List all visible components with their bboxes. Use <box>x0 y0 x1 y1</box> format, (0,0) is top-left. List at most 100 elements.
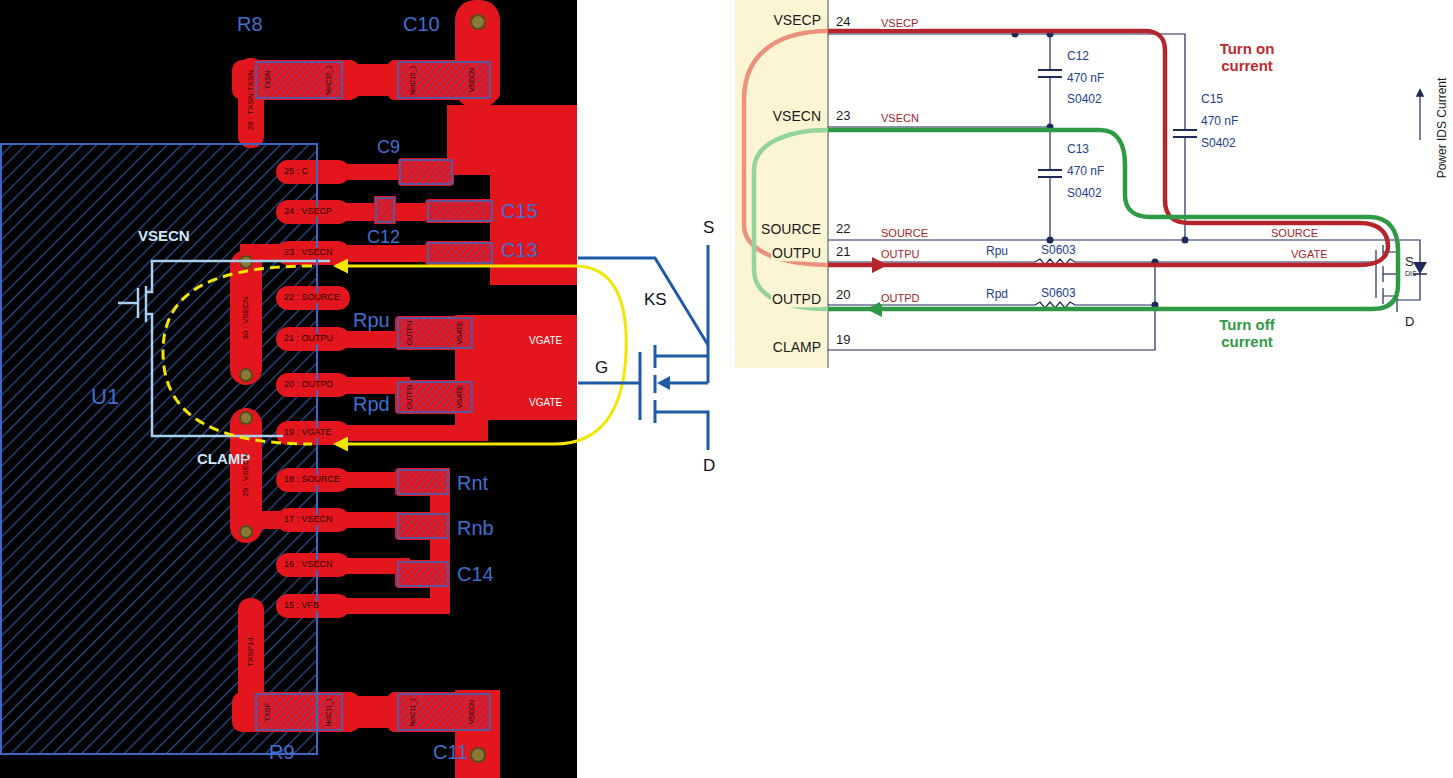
pad-net-label: 21 : OUTPU <box>283 334 334 344</box>
pin-label: D <box>1404 315 1415 329</box>
part-label: C14 <box>456 563 495 585</box>
copper-trace <box>425 199 495 223</box>
schematic-wire <box>1375 250 1376 298</box>
schematic-wire <box>828 34 1420 350</box>
copper-trace <box>276 373 350 397</box>
pin-label: 24 <box>835 15 851 29</box>
via <box>240 526 252 538</box>
terminal-label: KS <box>643 291 668 310</box>
ic-body <box>735 0 828 368</box>
pad-net-label: NetC10_1 <box>325 64 332 95</box>
copper-trace <box>395 468 450 496</box>
copper-trace <box>398 158 454 186</box>
pin-label: 21 <box>835 245 851 259</box>
via <box>240 412 252 424</box>
pad-net-label: TXSP <box>264 702 272 722</box>
pin-label: 19 <box>835 333 851 347</box>
pad-net-label: VSECN <box>468 699 476 725</box>
pin-name: OUTPD <box>771 292 822 307</box>
clamp-switch-symbol <box>146 314 320 436</box>
pad-net-label: 30 : VSECN <box>242 295 251 340</box>
part-label: Rpd <box>352 393 391 415</box>
net-label: VSECN <box>880 112 920 124</box>
mosfet-symbol <box>578 245 708 450</box>
capacitor-symbol <box>1038 70 1197 177</box>
copper-trace <box>276 421 350 445</box>
mosfet-symbol <box>707 245 710 383</box>
pad-net-label: 22 : SOURCE <box>283 293 341 303</box>
copper-trace <box>388 692 500 732</box>
component-outline <box>398 62 490 98</box>
pad-net-label: 17 : VSECN <box>283 515 334 525</box>
component-outline <box>400 160 452 184</box>
via <box>240 369 252 381</box>
copper-trace <box>276 508 350 532</box>
overlay-label: VSECN <box>137 228 191 245</box>
junction-dot <box>1182 237 1189 244</box>
part-label: C11 <box>432 741 469 763</box>
terminal-label: G <box>594 359 609 378</box>
pad-net-label: 26 : TXSN:TXSN <box>247 69 256 131</box>
mosfet-symbol <box>654 375 657 393</box>
mosfet-arrow <box>657 376 670 390</box>
mosfet-symbol <box>639 352 642 420</box>
component-value: S0603 <box>1040 244 1077 257</box>
turn-on-path-internal <box>744 31 828 265</box>
component-value: C13 <box>1066 143 1090 156</box>
net-label: VGATE <box>528 335 563 346</box>
mosfet-symbol <box>655 412 708 450</box>
component-outline <box>428 243 492 263</box>
component-value: 470 nF <box>1200 115 1239 128</box>
pad-net-label: OUTPD <box>406 384 414 411</box>
component-outline <box>398 470 448 494</box>
component-value: S0402 <box>1200 137 1237 150</box>
pad-net-label: NetC10_1 <box>409 64 416 95</box>
pad-net-label: 20 : OUTPD <box>283 380 334 390</box>
net-label: VSECP <box>880 17 919 29</box>
pad-net-label: 25 : C <box>283 167 309 177</box>
net-label: VGATE <box>528 397 563 408</box>
component-outline <box>398 382 472 412</box>
copper-trace <box>276 594 350 618</box>
copper-trace <box>238 598 264 703</box>
current-label: Turn on current <box>1204 41 1290 74</box>
component-value: C15 <box>1200 93 1224 106</box>
copper-trace <box>230 0 577 778</box>
copper-trace <box>276 553 350 577</box>
component-value: Rpd <box>985 288 1009 301</box>
ic-edge <box>827 0 828 368</box>
part-label: Rpu <box>352 309 391 331</box>
component-value: S0603 <box>1040 287 1077 300</box>
pad-net-label: VGATE <box>456 384 464 409</box>
pin-label: 20 <box>835 288 851 302</box>
part-label: C12 <box>366 228 401 248</box>
pin-label: 22 <box>835 222 851 236</box>
schematic-wire <box>1049 177 1050 240</box>
pad-net-label: TXSN <box>264 70 272 91</box>
copper-trace <box>388 60 500 100</box>
part-label: R8 <box>236 13 264 35</box>
part-label: C10 <box>402 13 441 35</box>
pad-net-label: 19 : VGATE <box>283 428 332 438</box>
clamp-switch-symbol <box>118 302 138 305</box>
component-outline <box>428 201 492 221</box>
via <box>240 15 485 762</box>
pad-net-label: 24 : VSECP <box>283 207 333 217</box>
pcb-background <box>0 0 577 778</box>
pin-label: S <box>1404 255 1415 269</box>
part-label: Rnt <box>456 472 489 494</box>
copper-trace <box>276 200 350 224</box>
pin-name: VSECN <box>772 109 822 124</box>
copper-trace <box>425 241 495 265</box>
component-value: C12 <box>1066 50 1090 63</box>
via <box>471 748 485 762</box>
mosfet-symbol <box>578 258 708 345</box>
pad-net-label: VSECN <box>468 67 476 93</box>
copper-trace <box>276 160 350 184</box>
pad-net-label: NetC11_1 <box>325 697 332 728</box>
component-value: 470 nF <box>1066 165 1105 178</box>
pin-name: SOURCE <box>760 222 822 237</box>
net-label: SOURCE <box>1270 227 1319 239</box>
clamp-switch-symbol <box>118 261 330 436</box>
